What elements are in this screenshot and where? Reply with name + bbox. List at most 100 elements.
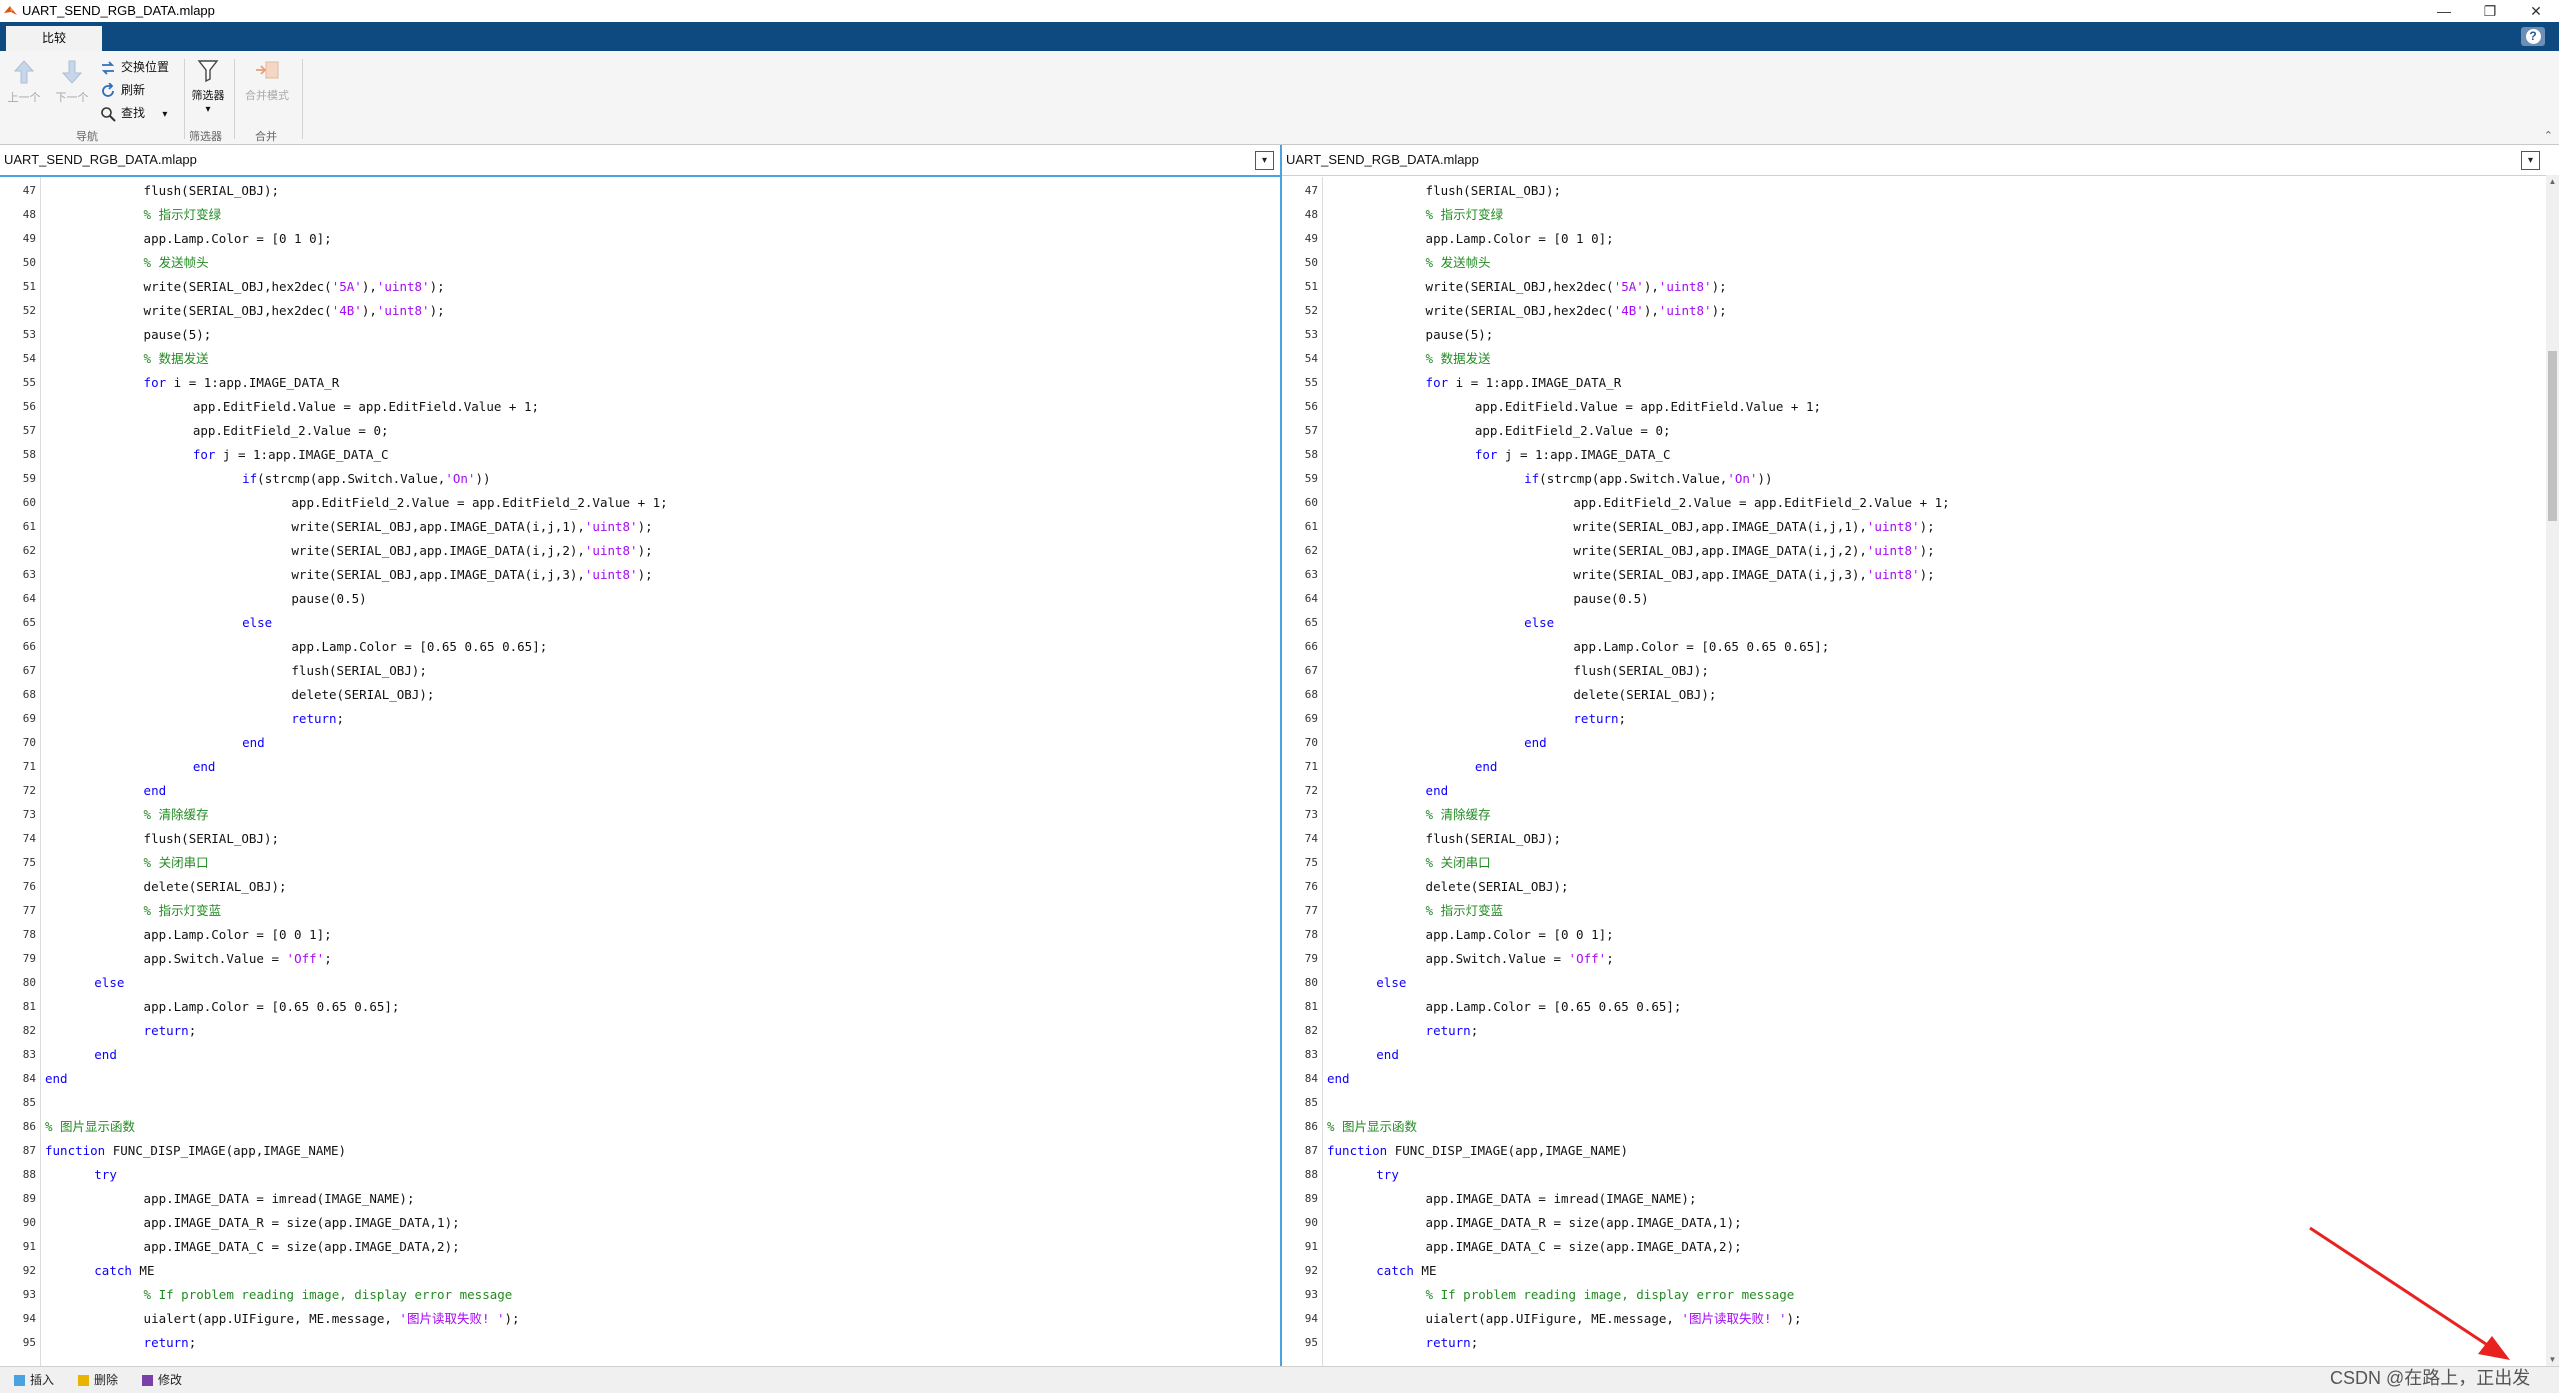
toolstrip-separator xyxy=(302,59,303,139)
code-token: catch xyxy=(94,1263,132,1278)
left-line-number: 80 xyxy=(22,976,36,989)
left-line-number: 79 xyxy=(22,952,36,965)
right-code-line: end xyxy=(1327,1067,1350,1091)
status-bar: 插入 删除 修改 xyxy=(0,1366,2559,1393)
left-code-line: try xyxy=(94,1163,117,1187)
toolstrip: 上一个 下一个 交换位置 刷新 查找 ▾ 导航 筛选器 ▾ 筛选器 xyxy=(0,51,2559,145)
code-token: ; xyxy=(1606,951,1614,966)
code-token: app.EditField_2.Value = 0; xyxy=(1474,423,1671,438)
right-line-number: 81 xyxy=(1304,1000,1318,1013)
code-token: app.Lamp.Color = [0.65 0.65 0.65]; xyxy=(143,999,400,1014)
filter-button[interactable]: 筛选器 ▾ xyxy=(188,59,228,115)
filter-dropdown-icon[interactable]: ▾ xyxy=(205,104,211,115)
merge-mode-button[interactable]: 合并模式 xyxy=(238,59,296,103)
code-token: catch xyxy=(1376,1263,1414,1278)
left-line-number: 54 xyxy=(22,352,36,365)
code-token: end xyxy=(45,1071,68,1086)
left-file-dropdown-button[interactable]: ▾ xyxy=(1255,151,1274,170)
code-token: write(SERIAL_OBJ,app.IMAGE_DATA(i,j,2), xyxy=(291,543,585,558)
left-code-line: uialert(app.UIFigure, ME.message, '图片读取失… xyxy=(144,1307,520,1331)
code-token: ; xyxy=(188,1023,197,1038)
code-token: 'On' xyxy=(1727,471,1758,486)
code-token: FUNC_DISP_IMAGE(app,IMAGE_NAME) xyxy=(105,1143,347,1158)
code-token: % 数据发送 xyxy=(1425,351,1491,366)
refresh-button[interactable]: 刷新 xyxy=(100,80,145,100)
collapse-toolstrip-icon[interactable]: ⌃ xyxy=(2543,130,2553,142)
restore-button[interactable]: ❐ xyxy=(2483,3,2497,19)
ribbon-tabstrip: 比较 ? xyxy=(0,22,2559,51)
code-token: else xyxy=(94,975,125,990)
next-difference-button[interactable]: 下一个 xyxy=(54,59,90,105)
close-button[interactable]: ✕ xyxy=(2530,3,2542,19)
left-code-line: app.EditField_2.Value = 0; xyxy=(193,419,389,443)
code-token: j = 1:app.IMAGE_DATA_C xyxy=(1497,447,1671,462)
left-code-line: app.IMAGE_DATA_R = size(app.IMAGE_DATA,1… xyxy=(144,1211,460,1235)
minimize-button[interactable]: — xyxy=(2437,3,2451,19)
right-line-number: 79 xyxy=(1304,952,1318,965)
code-token: write(SERIAL_OBJ,app.IMAGE_DATA(i,j,3), xyxy=(1573,567,1867,582)
left-code-line: app.Lamp.Color = [0.65 0.65 0.65]; xyxy=(291,635,547,659)
code-token: '5A' xyxy=(331,279,362,294)
right-file-dropdown-button[interactable]: ▾ xyxy=(2521,151,2540,170)
scroll-up-icon[interactable]: ▲ xyxy=(2548,177,2557,186)
code-token: ); xyxy=(1919,519,1935,534)
window-title: UART_SEND_RGB_DATA.mlapp xyxy=(22,3,215,18)
refresh-icon xyxy=(102,82,114,97)
left-code-line: write(SERIAL_OBJ,hex2dec('4B'),'uint8'); xyxy=(144,299,445,323)
right-code-line: app.Switch.Value = 'Off'; xyxy=(1426,947,1614,971)
code-token: app.Lamp.Color = [0.65 0.65 0.65]; xyxy=(1425,999,1682,1014)
left-code-line: return; xyxy=(291,707,344,731)
code-token: j = 1:app.IMAGE_DATA_C xyxy=(215,447,389,462)
code-token: end xyxy=(1425,783,1449,798)
code-token: delete(SERIAL_OBJ); xyxy=(1573,687,1717,702)
right-code-line: else xyxy=(1524,611,1554,635)
code-token: % 指示灯变绿 xyxy=(1425,207,1504,222)
code-token: app.EditField.Value = app.EditField.Valu… xyxy=(1474,399,1822,414)
swap-sides-button[interactable]: 交换位置 xyxy=(100,57,169,77)
left-line-number: 65 xyxy=(22,616,36,629)
right-line-number: 65 xyxy=(1304,616,1318,629)
right-code-line: if(strcmp(app.Switch.Value,'On')) xyxy=(1524,467,1772,491)
code-token: pause(5); xyxy=(1425,327,1494,342)
left-code-line: end xyxy=(193,755,216,779)
find-button[interactable]: 查找 ▾ xyxy=(100,103,167,123)
right-code-line: function FUNC_DISP_IMAGE(app,IMAGE_NAME) xyxy=(1327,1139,1628,1163)
find-dropdown-icon[interactable]: ▾ xyxy=(162,109,168,120)
left-line-number: 92 xyxy=(22,1264,36,1277)
code-token: ; xyxy=(188,1335,197,1350)
code-token: flush(SERIAL_OBJ); xyxy=(291,663,427,678)
help-button[interactable]: ? xyxy=(2521,27,2545,46)
toolstrip-separator xyxy=(234,59,235,139)
right-code-line: app.Lamp.Color = [0 0 1]; xyxy=(1426,923,1614,947)
left-line-number: 69 xyxy=(22,712,36,725)
vertical-scrollbar[interactable]: ▲ ▼ xyxy=(2546,175,2559,1366)
left-line-number: 60 xyxy=(22,496,36,509)
swap-label: 交换位置 xyxy=(121,60,170,74)
right-line-number: 86 xyxy=(1304,1120,1318,1133)
right-line-number: 73 xyxy=(1304,808,1318,821)
code-token: ; xyxy=(1470,1023,1479,1038)
right-code-line: end xyxy=(1426,779,1449,803)
toolstrip-separator xyxy=(184,59,185,139)
scroll-down-icon[interactable]: ▼ xyxy=(2548,1355,2557,1364)
left-code-line: app.Lamp.Color = [0.65 0.65 0.65]; xyxy=(144,995,400,1019)
left-line-number: 74 xyxy=(22,832,36,845)
code-token: 'Off' xyxy=(1568,951,1607,966)
tab-compare[interactable]: 比较 xyxy=(6,26,102,51)
scrollbar-thumb[interactable] xyxy=(2548,351,2557,521)
right-code-line: % 发送帧头 xyxy=(1426,251,1491,275)
code-token: ME xyxy=(131,1263,155,1278)
code-token: end xyxy=(1474,759,1498,774)
left-line-number: 57 xyxy=(22,424,36,437)
left-code-line: app.Lamp.Color = [0 1 0]; xyxy=(144,227,332,251)
code-token: pause(0.5) xyxy=(1573,591,1649,606)
code-token: return xyxy=(291,711,337,726)
left-code-line: pause(5); xyxy=(144,323,212,347)
left-line-number: 62 xyxy=(22,544,36,557)
left-line-number: 67 xyxy=(22,664,36,677)
previous-difference-button[interactable]: 上一个 xyxy=(6,59,42,105)
left-code-line: app.EditField.Value = app.EditField.Valu… xyxy=(193,395,539,419)
